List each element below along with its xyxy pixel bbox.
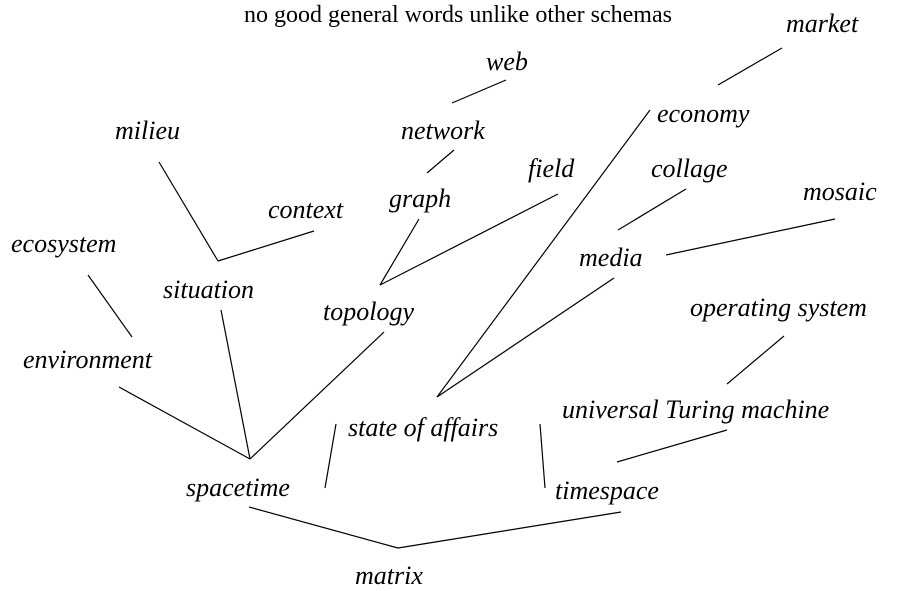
node-economy: economy (657, 99, 750, 128)
edges (87, 47, 836, 549)
node-situation: situation (163, 275, 254, 304)
edge-environment-spacetime (118, 386, 251, 460)
edge-opsys-utm (726, 335, 785, 385)
node-universal-turing-machine: universal Turing machine (562, 395, 829, 424)
node-environment: environment (23, 345, 153, 374)
node-mosaic: mosaic (803, 177, 877, 206)
edge-spacetime-matrix (248, 506, 399, 549)
edge-milieu-situation (158, 161, 219, 262)
edge-topology-spacetime (249, 331, 385, 460)
node-timespace: timespace (555, 476, 659, 505)
node-milieu: milieu (115, 116, 180, 145)
edge-utm-timespace (616, 429, 728, 463)
node-topology: topology (323, 297, 414, 326)
edge-field-topology (379, 193, 559, 286)
edge-network-graph (426, 149, 455, 174)
node-web: web (486, 47, 528, 76)
edge-mosaic-media (665, 218, 836, 256)
edge-stateofaffairs-spacetime (324, 423, 337, 489)
edge-media-stateofaffairs (436, 277, 615, 398)
edge-collage-media (617, 188, 687, 231)
edge-web-network (451, 79, 507, 104)
node-ecosystem: ecosystem (11, 229, 116, 258)
node-operating-system: operating system (690, 293, 867, 322)
nodes: market web economy milieu network field … (11, 9, 877, 590)
edge-context-situation (217, 230, 315, 262)
edge-economy-stateofaffairs (436, 109, 651, 398)
edge-graph-topology (379, 218, 420, 286)
node-field: field (528, 154, 575, 183)
node-market: market (786, 9, 859, 38)
edge-stateofaffairs-timespace (539, 423, 546, 489)
node-context: context (268, 195, 344, 224)
edge-market-economy (717, 47, 783, 86)
node-spacetime: spacetime (186, 473, 290, 502)
edge-timespace-matrix (397, 511, 622, 549)
diagram-caption: no good general words unlike other schem… (244, 2, 672, 28)
node-state-of-affairs: state of affairs (348, 413, 498, 442)
edge-situation-spacetime (220, 309, 251, 460)
node-network: network (401, 116, 485, 145)
edge-ecosystem-environment (87, 274, 133, 338)
node-matrix: matrix (355, 561, 423, 590)
node-media: media (579, 243, 643, 272)
node-graph: graph (389, 184, 451, 213)
node-collage: collage (651, 154, 728, 183)
